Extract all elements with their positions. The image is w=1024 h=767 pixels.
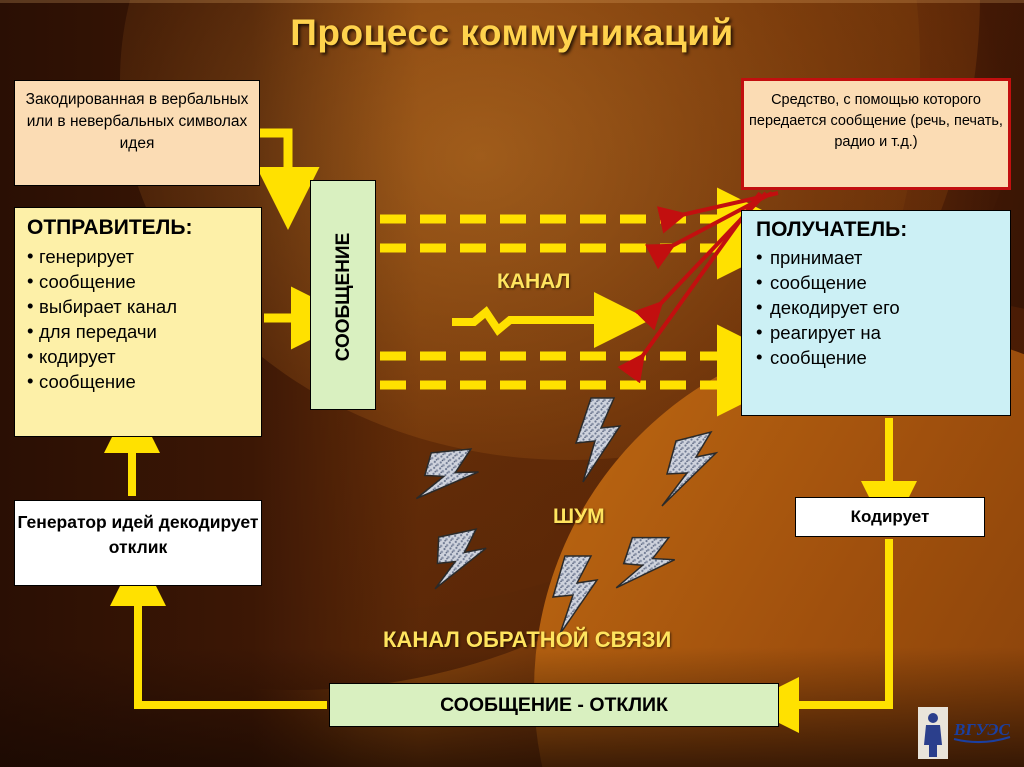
receiver-item-0-line1: принимает xyxy=(770,247,863,268)
receiver-item-2-line1: реагирует на xyxy=(770,322,881,343)
receiver-item-0-line2-wrap: сообщение xyxy=(756,269,1002,295)
medium-text: Средство, с помощью которого передается … xyxy=(749,92,1003,150)
message-box: СООБЩЕНИЕ xyxy=(310,180,376,410)
university-logo: ВГУЭС xyxy=(918,707,1011,759)
reply-message-box: СООБЩЕНИЕ - ОТКЛИК xyxy=(329,683,779,727)
receiver-item-1-line1: декодирует его xyxy=(770,297,900,318)
sender-item-1-line1: выбирает канал xyxy=(39,296,178,317)
receiver-header: ПОЛУЧАТЕЛЬ: xyxy=(756,218,908,241)
list-item: кодирует xyxy=(27,343,251,369)
sender-item-1-line2-wrap: для передачи xyxy=(27,318,251,344)
sender-item-2-line2: сообщение xyxy=(39,371,136,392)
sender-item-0-line2-wrap: сообщение xyxy=(27,268,251,294)
idea-generator-text: Генератор идей декодирует отклик xyxy=(17,512,259,557)
medium-box: Средство, с помощью которого передается … xyxy=(741,78,1011,190)
list-item: реагирует на xyxy=(756,319,1002,345)
encoded-idea-box: Закодированная в вербальных или в неверб… xyxy=(14,80,260,186)
sender-header: ОТПРАВИТЕЛЬ: xyxy=(27,216,193,239)
logo-text: ВГУЭС xyxy=(953,720,1011,739)
receiver-list: принимает сообщение декодирует его реаги… xyxy=(756,244,1002,370)
feedback-channel-label: КАНАЛ ОБРАТНОЙ СВЯЗИ xyxy=(383,627,672,652)
idea-generator-box: Генератор идей декодирует отклик xyxy=(14,500,262,586)
encodes-box: Кодирует xyxy=(795,497,985,537)
encoded-idea-text: Закодированная в вербальных или в неверб… xyxy=(25,91,249,152)
sender-list: генерирует сообщение выбирает канал для … xyxy=(27,243,251,394)
receiver-item-0-line2: сообщение xyxy=(770,272,867,293)
list-item: декодирует его xyxy=(756,294,1002,320)
reply-message-text: СООБЩЕНИЕ - ОТКЛИК xyxy=(440,694,668,716)
receiver-box: ПОЛУЧАТЕЛЬ: принимает сообщение декодиру… xyxy=(741,210,1011,416)
message-box-label: СООБЩЕНИЕ xyxy=(333,232,354,362)
sender-item-0-line1: генерирует xyxy=(39,246,135,267)
background-top-line xyxy=(0,0,1024,3)
list-item: выбирает канал xyxy=(27,293,251,319)
sender-item-2-line1: кодирует xyxy=(39,346,116,367)
sender-item-0-line2: сообщение xyxy=(39,271,136,292)
list-item: принимает xyxy=(756,244,1002,270)
sender-item-1-line2: для передачи xyxy=(39,321,157,342)
noise-label: ШУМ xyxy=(553,505,605,528)
sender-item-2-line2-wrap: сообщение xyxy=(27,368,251,394)
list-item: генерирует xyxy=(27,243,251,269)
encodes-text: Кодирует xyxy=(850,507,930,526)
slide-title: Процесс коммуникаций xyxy=(290,12,734,53)
receiver-item-2-line2-wrap: сообщение xyxy=(756,344,1002,370)
channel-label: КАНАЛ xyxy=(497,270,571,293)
receiver-item-2-line2: сообщение xyxy=(770,347,867,368)
sender-box: ОТПРАВИТЕЛЬ: генерирует сообщение выбира… xyxy=(14,207,262,437)
